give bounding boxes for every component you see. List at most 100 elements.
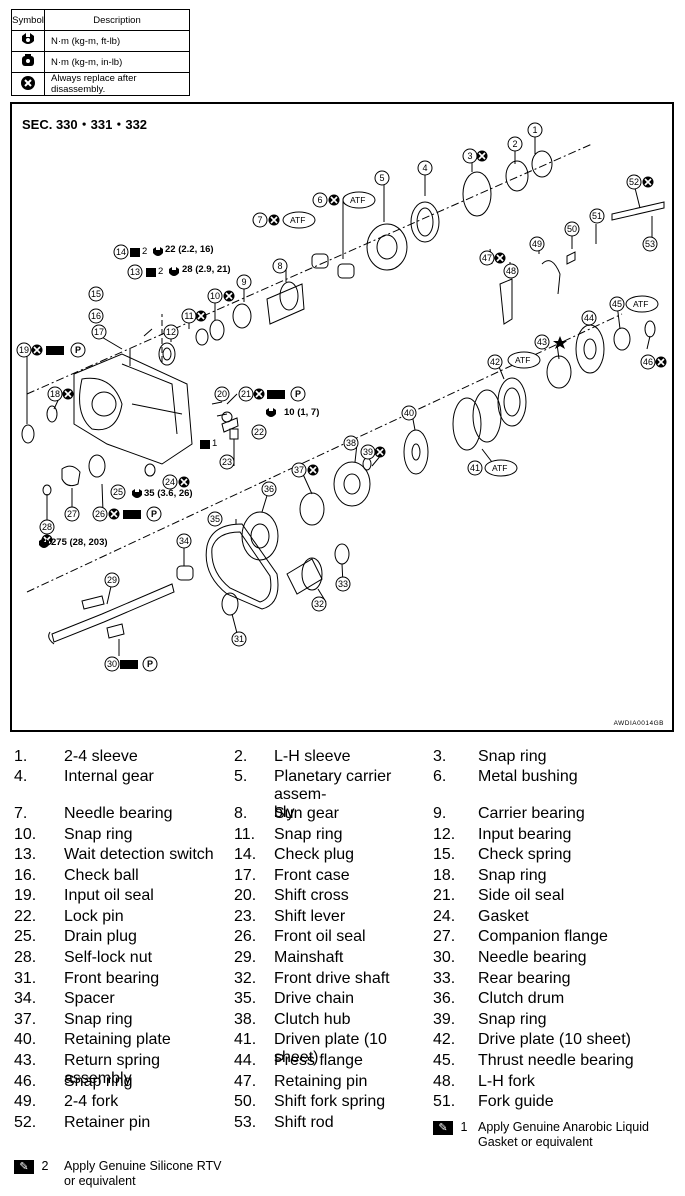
part-number: 8. <box>234 805 248 822</box>
part-number: 24. <box>433 908 456 925</box>
svg-text:27: 27 <box>67 509 77 519</box>
svg-text:13: 13 <box>130 267 140 277</box>
part-number: 4. <box>14 768 28 785</box>
part-name: Thrust needle bearing <box>478 1052 634 1069</box>
part-number: 28. <box>14 949 37 966</box>
part-number: 41. <box>234 1031 257 1048</box>
svg-text:44: 44 <box>584 313 594 323</box>
part-name: Self-lock nut <box>64 949 153 966</box>
svg-text:1: 1 <box>532 125 537 135</box>
torque-wrench-small-icon <box>11 51 45 73</box>
svg-text:4: 4 <box>422 163 427 173</box>
part-name: Shift fork spring <box>274 1093 386 1110</box>
svg-text:5: 5 <box>379 173 384 183</box>
part-name: Front oil seal <box>274 928 366 945</box>
svg-text:23: 23 <box>222 457 232 467</box>
svg-text:49: 49 <box>532 239 542 249</box>
svg-text:50: 50 <box>567 224 577 234</box>
part-number: 38. <box>234 1011 257 1028</box>
svg-text:39: 39 <box>363 447 373 457</box>
svg-text:53: 53 <box>645 239 655 249</box>
svg-text:16: 16 <box>91 311 101 321</box>
svg-text:32: 32 <box>314 599 324 609</box>
marker-one: 1 <box>212 438 218 449</box>
part-number: 44. <box>234 1052 257 1069</box>
sealant-icon: ✎ <box>433 1120 453 1135</box>
part-number: 1. <box>14 748 28 765</box>
svg-text:41: 41 <box>470 463 480 473</box>
svg-text:30: 30 <box>107 659 117 669</box>
svg-text:26: 26 <box>95 509 105 519</box>
callout-25-torque: 35 (3.6, 26) <box>144 488 193 499</box>
part-name: Check plug <box>274 846 355 863</box>
part-name: Drive chain <box>274 990 355 1007</box>
part-name: Snap ring <box>478 867 547 884</box>
svg-text:25: 25 <box>113 487 123 497</box>
svg-text:31: 31 <box>234 634 244 644</box>
svg-text:36: 36 <box>264 484 274 494</box>
star-icon <box>553 336 567 349</box>
part-name: Metal bushing <box>478 768 578 785</box>
part-name: Sun gear <box>274 805 339 822</box>
marker-two-13: 2 <box>158 266 164 277</box>
svg-text:46: 46 <box>643 357 653 367</box>
part-name: Shift lever <box>274 908 346 925</box>
symbol-table: Symbol Description N·m (kg-m, ft-lb) N·m… <box>11 9 190 96</box>
part-number: 21. <box>433 887 456 904</box>
callout-28-torque: 275 (28, 203) <box>51 537 108 548</box>
part-number: 11. <box>234 826 256 843</box>
svg-text:42: 42 <box>490 357 500 367</box>
part-name: Wait detection switch <box>64 846 214 863</box>
note-2: ✎ 2 <box>14 1159 48 1174</box>
part-number: 22. <box>14 908 37 925</box>
marker-two-14: 2 <box>142 246 148 257</box>
svg-text:43: 43 <box>537 337 547 347</box>
part-number: 6. <box>433 768 447 785</box>
part-number: 45. <box>433 1052 456 1069</box>
part-name: Shift cross <box>274 887 349 904</box>
p-label-30: P <box>147 659 154 669</box>
part-number: 46. <box>14 1073 37 1090</box>
symbol-desc-3: Always replace after disassembly. <box>44 72 190 96</box>
part-name: Front drive shaft <box>274 970 390 987</box>
svg-text:9: 9 <box>241 277 246 287</box>
part-number: 17. <box>234 867 257 884</box>
svg-text:19: 19 <box>19 345 29 355</box>
part-number: 52. <box>14 1114 37 1131</box>
svg-text:47: 47 <box>482 253 492 263</box>
part-number: 18. <box>433 867 456 884</box>
part-name: Snap ring <box>64 1073 133 1090</box>
description-header: Description <box>44 9 190 31</box>
part-name: L-H fork <box>478 1073 535 1090</box>
note-2-number: 2 <box>41 1159 49 1173</box>
part-number: 33. <box>433 970 456 987</box>
svg-text:6: 6 <box>317 195 322 205</box>
part-name: Clutch drum <box>478 990 565 1007</box>
part-name: Side oil seal <box>478 887 565 904</box>
note-1: ✎ 1 <box>433 1120 467 1135</box>
svg-text:14: 14 <box>116 247 126 257</box>
part-number: 37. <box>14 1011 37 1028</box>
part-number: 23. <box>234 908 257 925</box>
part-name: Gasket <box>478 908 529 925</box>
note-2-text: Apply Genuine Silicone RTV or equivalent <box>64 1159 222 1188</box>
svg-text:28: 28 <box>42 522 52 532</box>
part-number: 10. <box>14 826 37 843</box>
part-number: 15. <box>433 846 456 863</box>
part-number: 32. <box>234 970 257 987</box>
diagram-code: AWDIA0014GB <box>613 720 664 727</box>
part-name: Spacer <box>64 990 115 1007</box>
replace-x-icon <box>11 72 45 96</box>
part-name: Carrier bearing <box>478 805 585 822</box>
part-name: Check spring <box>478 846 572 863</box>
callout-13-torque: 28 (2.9, 21) <box>182 264 231 275</box>
callout-14-torque: 22 (2.2, 16) <box>165 244 214 255</box>
part-number: 5. <box>234 768 248 785</box>
part-name: Fork guide <box>478 1093 554 1110</box>
symbol-desc-1: N·m (kg-m, ft-lb) <box>44 30 190 52</box>
svg-text:21: 21 <box>241 389 251 399</box>
part-number: 43. <box>14 1052 37 1069</box>
svg-text:12: 12 <box>166 327 176 337</box>
